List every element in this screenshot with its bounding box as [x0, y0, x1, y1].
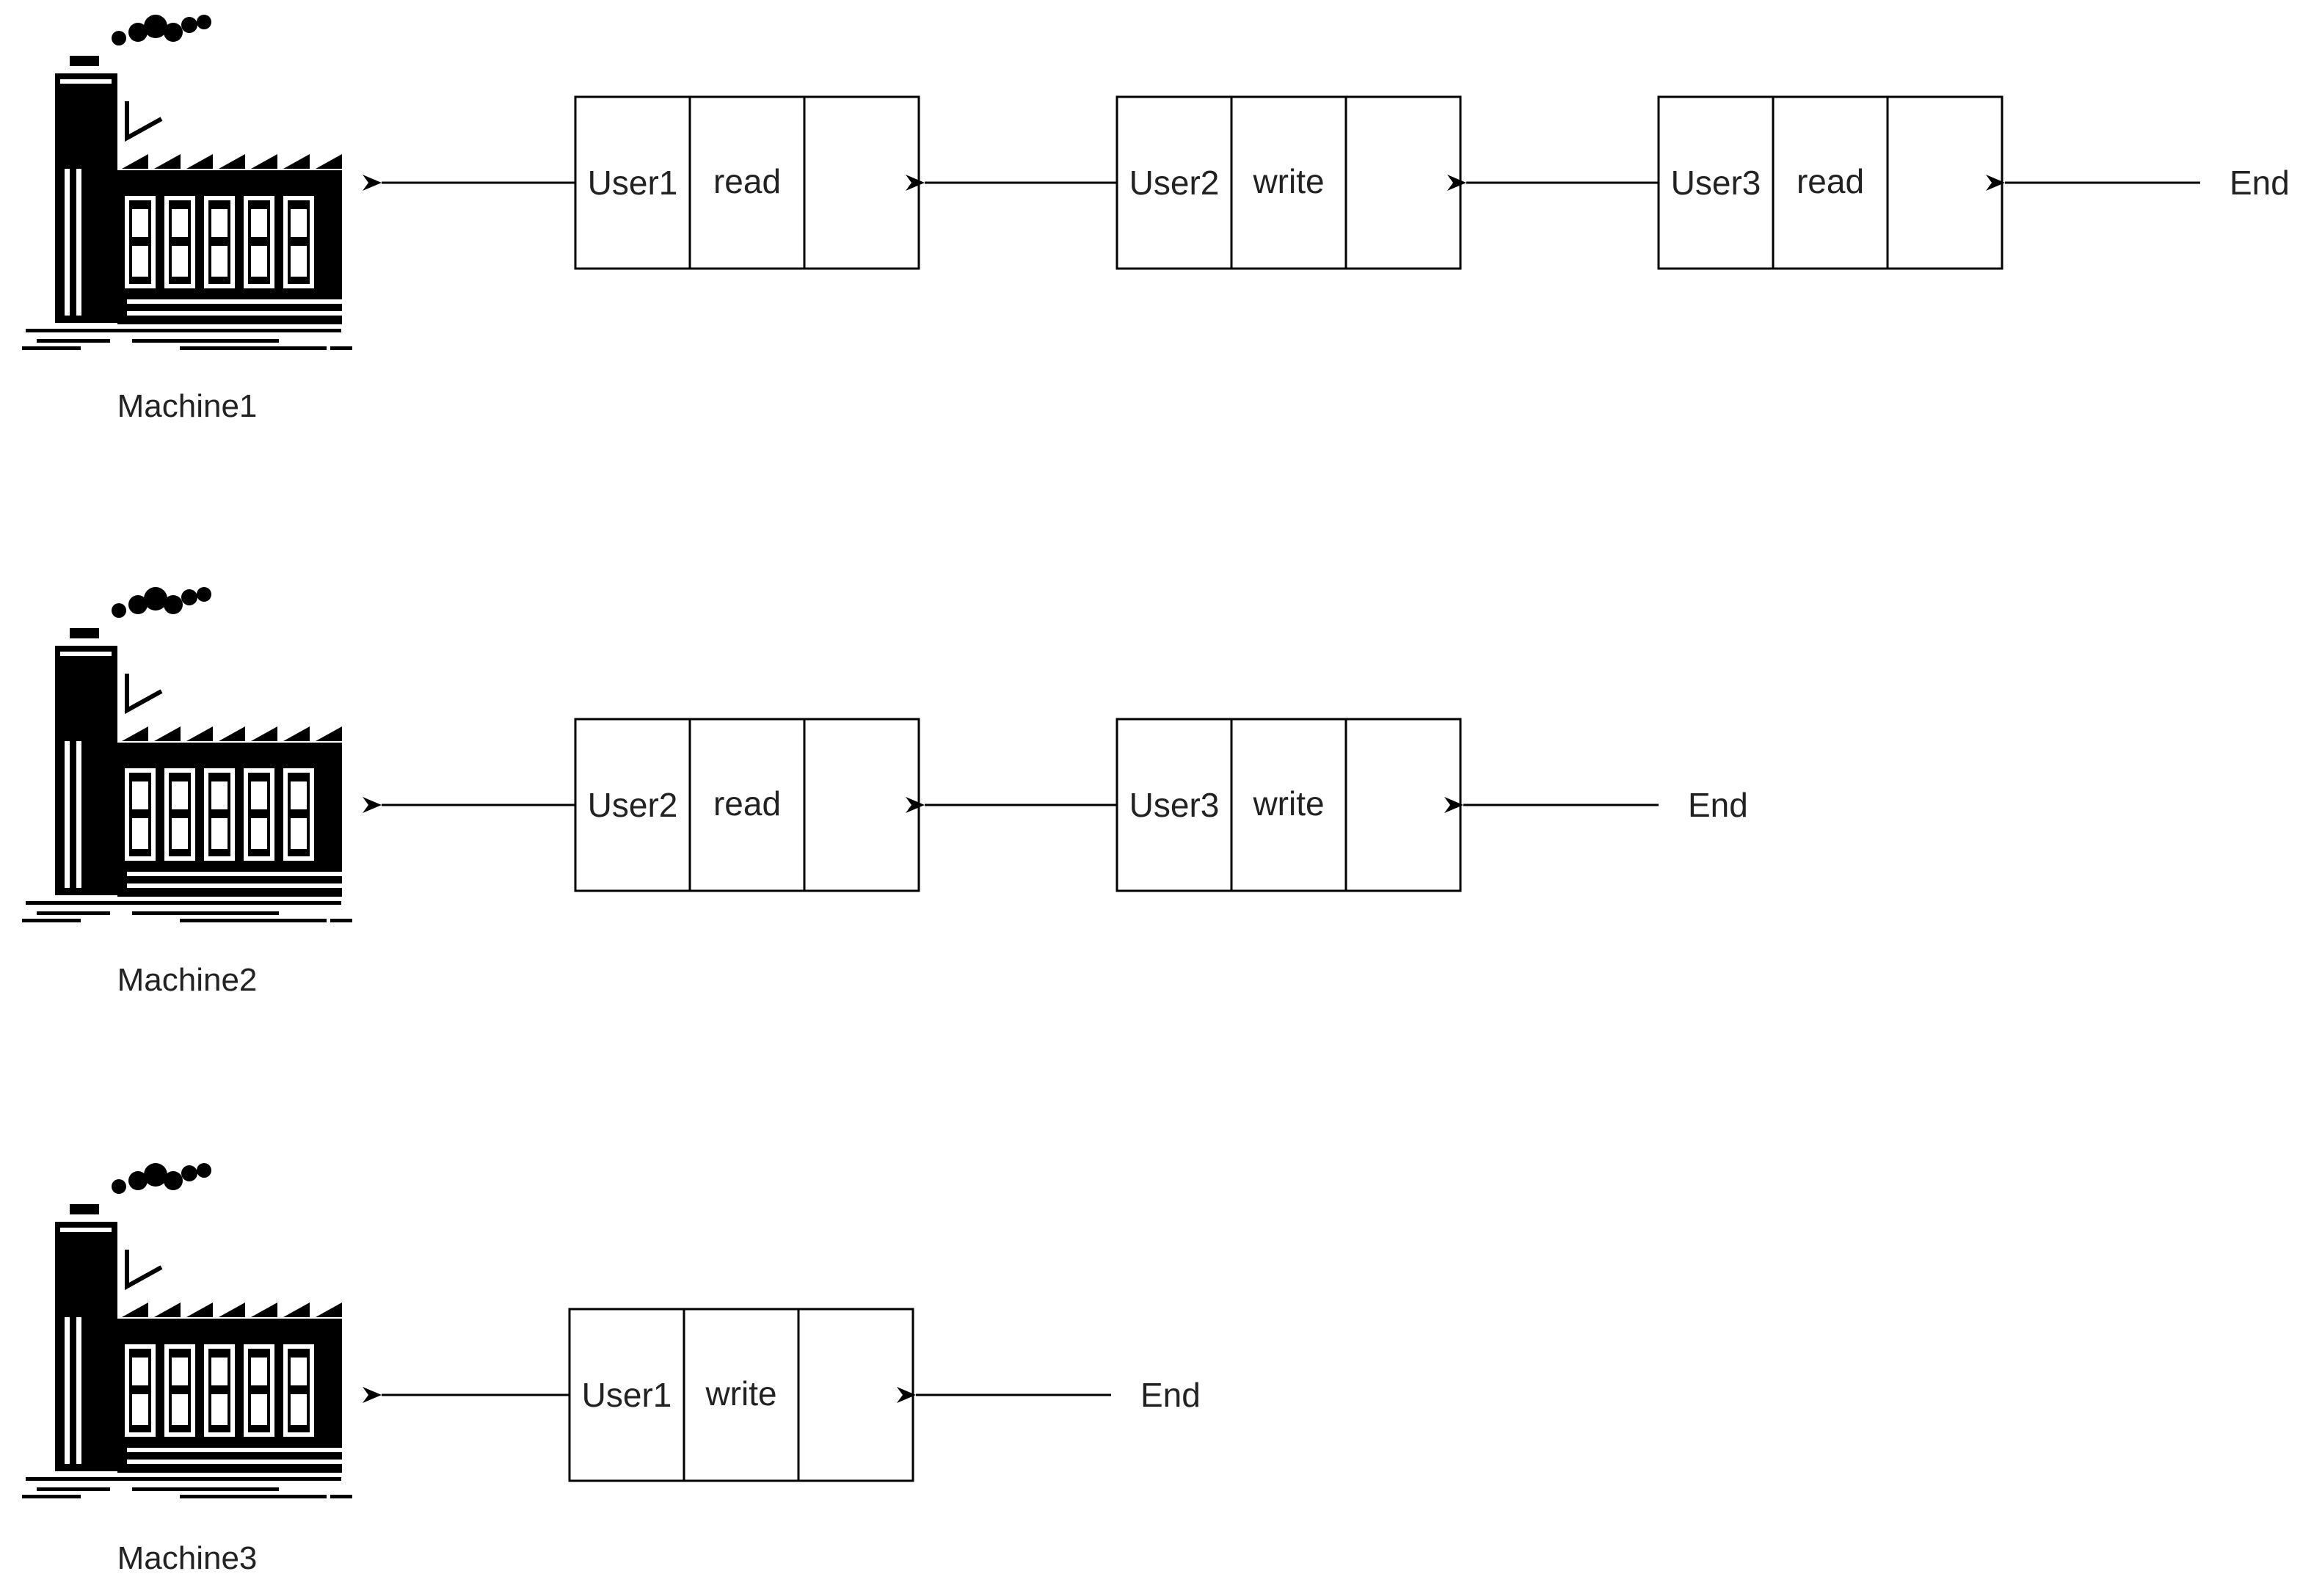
node-op-label: read: [1797, 162, 1864, 200]
end-label: End: [1140, 1376, 1201, 1414]
node-box: [574, 95, 920, 270]
node-op-label: read: [713, 162, 781, 200]
list-node[interactable]: User3 read: [1657, 95, 2003, 270]
factory-icon: [22, 1163, 352, 1498]
machine-row-1: Machine1 User1 read User2 write User3 read End: [22, 15, 2290, 424]
node-user-label: User3: [1129, 786, 1220, 824]
factory-icon: [22, 15, 352, 350]
node-op-label: read: [713, 784, 781, 823]
machine-label: Machine1: [117, 388, 258, 424]
node-op-label: write: [1252, 162, 1324, 200]
node-next-pointer-cell: [1347, 721, 1459, 889]
node-user-label: User2: [588, 786, 678, 824]
end-label: End: [2230, 164, 2290, 202]
node-next-pointer-cell: [1889, 98, 2001, 267]
node-box: [1115, 718, 1462, 892]
list-node[interactable]: User1 write: [568, 1308, 914, 1482]
node-user-label: User1: [582, 1376, 672, 1414]
list-node[interactable]: User1 read: [574, 95, 920, 270]
machine-label: Machine3: [117, 1540, 258, 1576]
list-node[interactable]: User2 read: [574, 718, 920, 892]
machine-row-3: Machine3 User1 write End: [22, 1163, 1201, 1576]
list-node[interactable]: User2 write: [1115, 95, 1462, 270]
node-next-pointer-cell: [806, 721, 917, 889]
node-op-label: write: [705, 1374, 776, 1413]
node-op-label: write: [1252, 784, 1324, 823]
node-user-label: User2: [1129, 164, 1220, 202]
node-user-label: User1: [588, 164, 678, 202]
node-box: [1657, 95, 2003, 270]
node-box: [574, 718, 920, 892]
node-next-pointer-cell: [1347, 98, 1459, 267]
end-label: End: [1688, 786, 1748, 824]
list-node[interactable]: User3 write: [1115, 718, 1462, 892]
node-next-pointer-cell: [806, 98, 917, 267]
node-box: [568, 1308, 914, 1482]
factory-icon: [22, 587, 352, 922]
machine-label: Machine2: [117, 962, 258, 998]
node-next-pointer-cell: [800, 1311, 911, 1479]
node-box: [1115, 95, 1462, 270]
machine-row-2: Machine2 User2 read User3 write End: [22, 587, 1748, 998]
node-user-label: User3: [1671, 164, 1761, 202]
